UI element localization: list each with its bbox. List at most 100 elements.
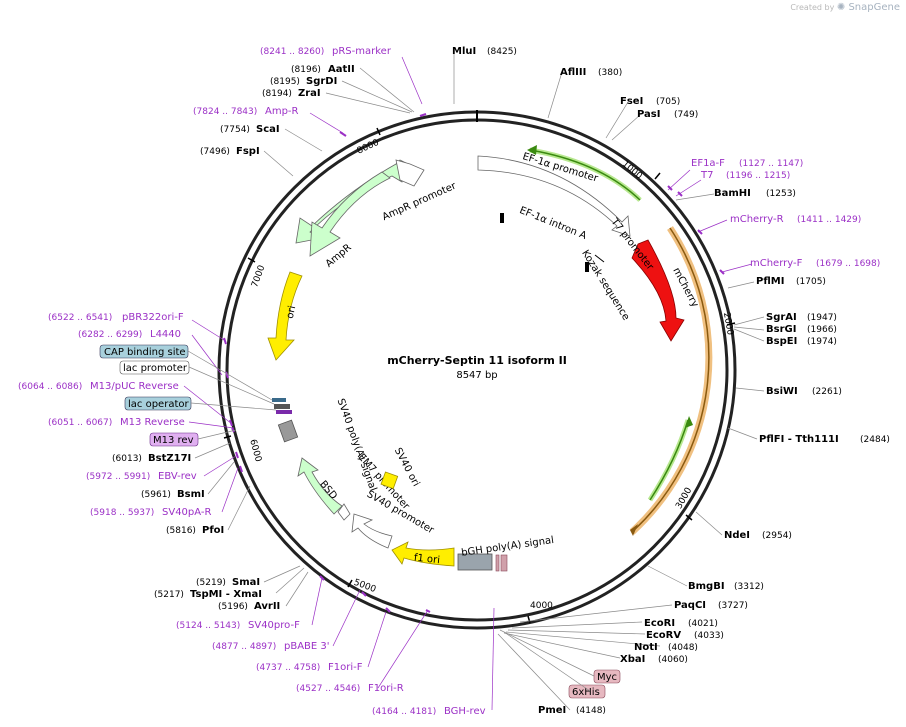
enzyme-sgrdi: SgrDI [306, 76, 337, 87]
lac-promoter-box [119, 360, 190, 375]
tick-6000: 6000 [247, 438, 263, 463]
orange-arc-head [630, 524, 638, 536]
primer-ef1a: EF1a-F [691, 158, 725, 169]
his-box [568, 684, 606, 699]
primer-pbr: pBR322ori-F [122, 312, 184, 323]
primer-l4440-pos: (6282 .. 6299) [78, 330, 142, 340]
primer-m13puc-pos: (6064 .. 6086) [18, 382, 82, 392]
credit-app: SnapGene [848, 2, 900, 13]
primer-ebv: EBV-rev [158, 471, 197, 482]
primer-pbabe: pBABE 3' [284, 641, 330, 652]
enzyme-pflmi-pos: (1705) [796, 277, 826, 287]
enzyme-pmei: PmeI [538, 705, 566, 716]
enzyme-bsrgi: BsrGI [766, 324, 796, 335]
primer-prs-pos: (8241 .. 8260) [260, 47, 324, 57]
kozak-mark [594, 254, 605, 263]
f1-ori-label: f1 ori [413, 553, 440, 567]
mcherry-arrow [631, 239, 685, 342]
bsd-arrow [297, 457, 343, 515]
primer-prs: pRS-marker [332, 46, 392, 57]
enzyme-sgrai-pos: (1947) [807, 313, 837, 323]
enzyme-pasi-pos: (749) [674, 110, 698, 120]
m13-rev-box [149, 432, 199, 447]
primer-m13puc: M13/pUC Reverse [90, 381, 179, 392]
myc-mark [495, 554, 500, 572]
primer-sv40pa: SV40pA-R [162, 507, 211, 518]
primer-ampr: Amp-R [265, 106, 299, 117]
enzyme-aatii: AatII [328, 64, 355, 75]
bgh-polya-label: bGH poly(A) signal [461, 535, 555, 559]
enzyme-pfoi: PfoI [202, 525, 224, 536]
primer-m13rev: M13 Reverse [120, 417, 185, 428]
primer-f1orir: F1ori-R [368, 683, 404, 694]
enzyme-ndei: NdeI [724, 530, 750, 541]
snapgene-credit: Created by ✺ SnapGene [790, 2, 900, 13]
enzyme-aflIII-pos: (380) [598, 68, 622, 78]
myc-box [593, 669, 621, 684]
em7-arrow [337, 503, 351, 521]
enzyme-labels-left: (8196) AatII (8195) SgrDI (8194) ZraI (7… [112, 64, 355, 612]
boxed-features: CAP binding site lac promoter lac operat… [99, 344, 621, 699]
lac-promoter-label: lac promoter [123, 363, 188, 374]
enzyme-bmgbi: BmgBI [688, 581, 725, 592]
enzyme-bsrgi-pos: (1966) [807, 325, 837, 335]
ampr-promoter-label: AmpR promoter [381, 180, 459, 223]
lac-operator-box [124, 396, 192, 411]
primer-sv40pro: SV40pro-F [248, 620, 300, 631]
enzyme-xbai-pos: (4060) [658, 655, 688, 665]
enzyme-bmgbi-pos: (3312) [734, 582, 764, 592]
primer-t7: T7 [700, 170, 713, 181]
ef1a-intron-mark [500, 213, 504, 223]
kozak-label: Kozak sequence [579, 248, 631, 322]
cap-site-mark [272, 398, 286, 402]
tick-7000: 7000 [250, 264, 267, 289]
primer-pbabe-pos: (4877 .. 4897) [212, 642, 276, 652]
enzyme-avrii: AvrII [254, 601, 280, 612]
enzyme-zrai-pos: (8194) [262, 89, 292, 99]
primer-ampr-pos: (7824 .. 7843) [193, 107, 257, 117]
sv40-polya-label: SV40 poly(A) signal [335, 397, 379, 493]
credit-text: Created by [790, 3, 835, 12]
enzyme-scai-pos: (7754) [220, 125, 250, 135]
primer-sv40pa-pos: (5918 .. 5937) [90, 508, 154, 518]
green-arc-top-head [527, 145, 537, 155]
enzyme-mlui: MluI [452, 46, 476, 57]
enzyme-tspmi: TspMI - XmaI [190, 589, 262, 600]
enzyme-fsei: FseI [620, 96, 643, 107]
sv40-promoter-arrow [351, 513, 393, 549]
enzyme-bsmi-pos: (5961) [141, 490, 171, 500]
enzyme-paqci-pos: (3727) [718, 601, 748, 611]
cap-site-label: CAP binding site [104, 347, 186, 358]
primer-mcherry-f: mCherry-F [750, 258, 803, 269]
sv40-ori-label: SV40 ori [392, 446, 421, 488]
primer-l4440: L4440 [150, 329, 181, 340]
enzyme-leaders [194, 54, 765, 711]
enzyme-sgrdi-pos: (8195) [270, 77, 300, 87]
m13-rev-label: M13 rev [153, 435, 194, 446]
enzyme-mlui-pos: (8425) [487, 47, 517, 57]
primer-bgh-pos: (4164 .. 4181) [372, 707, 436, 717]
cap-site-box [99, 344, 189, 359]
enzyme-labels: MluI (8425) AflIII (380) FseI (705) PasI… [452, 46, 890, 716]
enzyme-bspei: BspEI [766, 336, 797, 347]
enzyme-bstz17i-pos: (6013) [112, 454, 142, 464]
enzyme-bspei-pos: (1974) [807, 337, 837, 347]
green-arc-top [529, 149, 641, 201]
enzyme-tspmi-pos: (5217) [154, 590, 184, 600]
enzyme-fspi-pos: (7496) [200, 147, 230, 157]
primer-leaders [183, 56, 753, 711]
primer-f1orif-pos: (4737 .. 4758) [256, 663, 320, 673]
lac-mark [274, 404, 290, 409]
enzyme-noti: NotI [634, 642, 658, 653]
his-mark [500, 554, 508, 572]
enzyme-ecori-pos: (4021) [688, 619, 718, 629]
ori-arrow [267, 271, 303, 361]
enzyme-noti-pos: (4048) [668, 643, 698, 653]
ori-label: ori [285, 305, 298, 320]
ampr-arrow [309, 171, 391, 257]
ef1a-promoter-arrow [477, 155, 631, 237]
enzyme-bamhi-pos: (1253) [766, 189, 796, 199]
primer-t7-pos: (1196 .. 1215) [726, 171, 790, 181]
enzyme-aflIII: AflIII [560, 67, 586, 78]
tick-2000: 2000 [721, 312, 735, 337]
